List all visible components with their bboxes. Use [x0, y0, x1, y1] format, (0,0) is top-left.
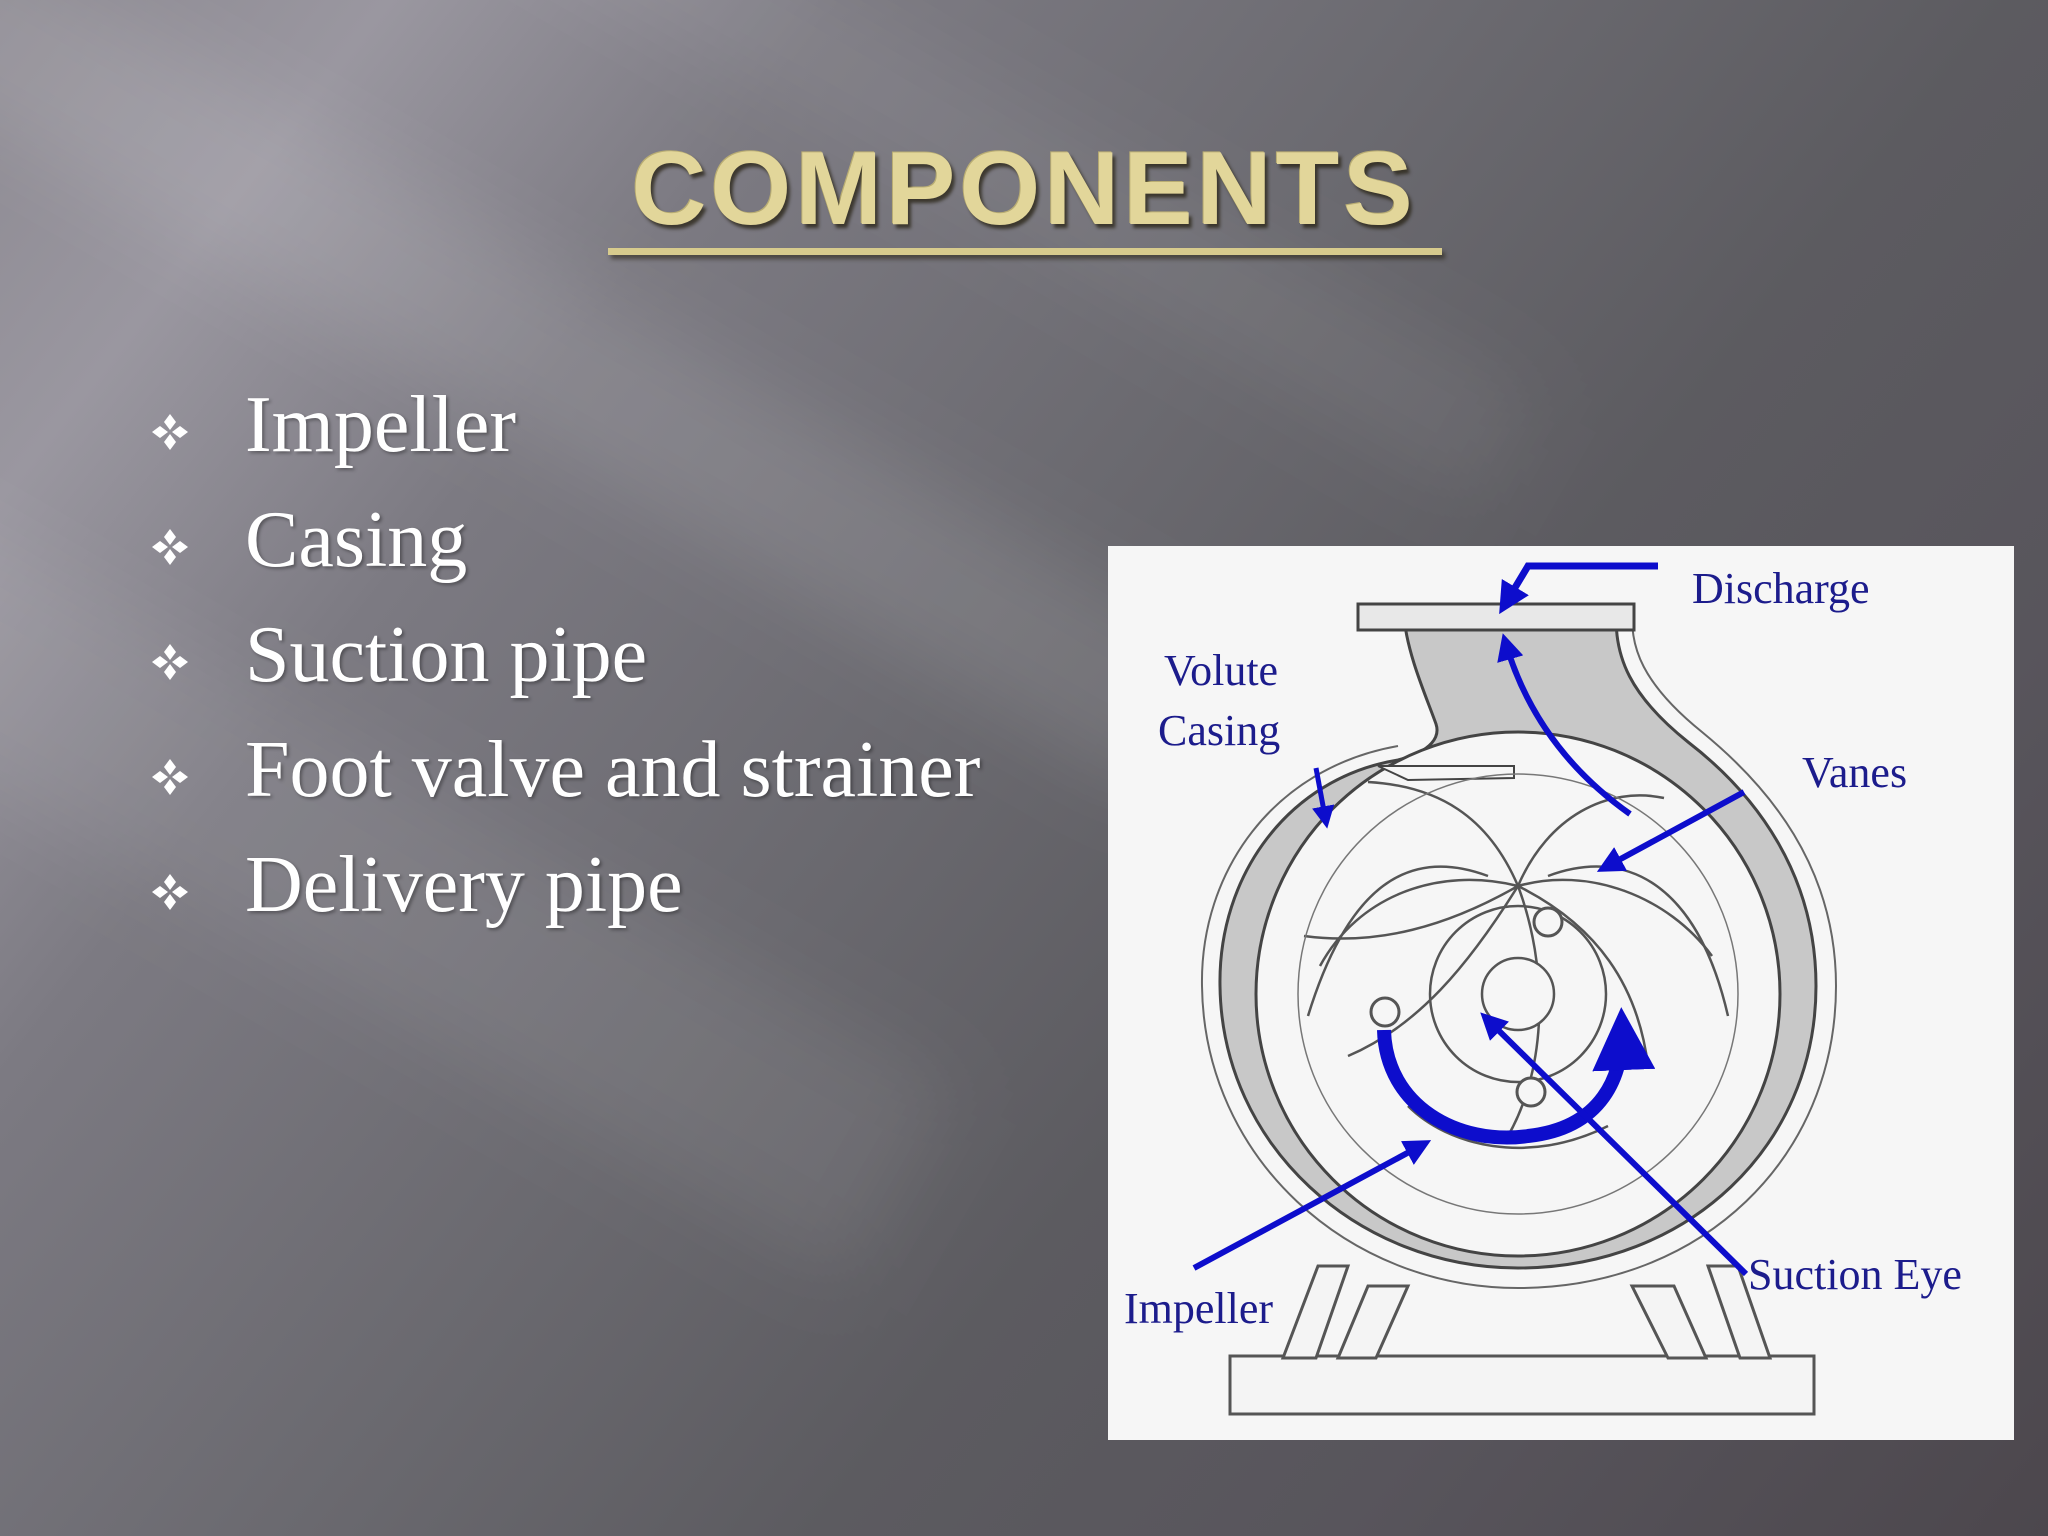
- impeller-holes: [1369, 906, 1564, 1108]
- volute-casing: [1200, 602, 1838, 1290]
- four-diamond-bullet-icon: [152, 643, 188, 680]
- list-item: Foot valve and strainer: [150, 713, 980, 828]
- list-item: Delivery pipe: [150, 828, 980, 943]
- impeller-vanes: [1297, 773, 1739, 1215]
- pump-base: [1228, 1264, 1816, 1416]
- label-impeller: Impeller: [1124, 1284, 1274, 1333]
- flow-arrows: [1192, 562, 1749, 1277]
- bullet-label: Delivery pipe: [245, 841, 683, 929]
- pump-diagram-drawing: [1192, 562, 1838, 1416]
- bullet-label: Foot valve and strainer: [245, 726, 981, 814]
- four-diamond-bullet-icon: [152, 758, 188, 795]
- label-suction-eye: Suction Eye: [1748, 1250, 1962, 1299]
- list-item: Impeller: [150, 368, 980, 483]
- list-item: Casing: [150, 483, 980, 598]
- four-diamond-bullet-icon: [152, 873, 188, 910]
- label-discharge: Discharge: [1692, 564, 1870, 613]
- slide-title: COMPONENTS: [631, 131, 1417, 247]
- bullet-label: Suction pipe: [245, 611, 648, 699]
- label-volute-line1: Volute: [1164, 646, 1279, 695]
- title-underline: [608, 248, 1442, 255]
- list-item: Suction pipe: [150, 598, 980, 713]
- four-diamond-bullet-icon: [152, 528, 188, 565]
- pump-diagram: Discharge Volute Casing Vanes Suction Ey…: [1108, 546, 2014, 1440]
- label-vanes: Vanes: [1802, 748, 1908, 797]
- four-diamond-bullet-icon: [152, 413, 188, 450]
- bullet-label: Casing: [245, 496, 468, 584]
- bullet-label: Impeller: [245, 381, 516, 469]
- label-volute-line2: Casing: [1158, 706, 1281, 755]
- bullet-list: Impeller Casing Suction pipe Foot valve …: [150, 368, 980, 943]
